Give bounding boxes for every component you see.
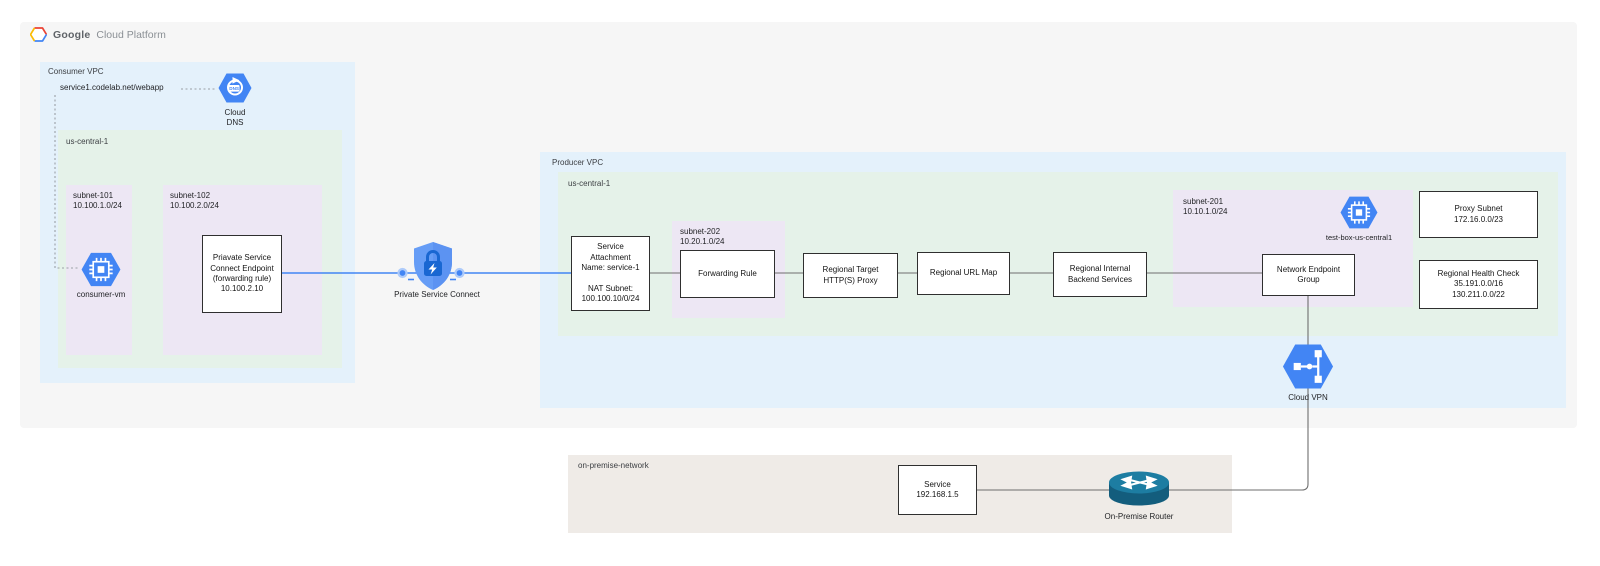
subnet-101-label: subnet-101 10.100.1.0/24 (73, 191, 122, 212)
subnet-102-cidr: 10.100.2.0/24 (170, 201, 219, 211)
regional-health-check-box: Regional Health Check 35.191.0.0/16 130.… (1419, 260, 1538, 309)
on-premise-router-icon (1106, 467, 1172, 512)
subnet-202-name: subnet-202 (680, 227, 721, 236)
psc-label: Private Service Connect (394, 290, 480, 299)
subnet-102-name: subnet-102 (170, 191, 211, 200)
subnet-202-label: subnet-202 10.20.1.0/24 (680, 227, 724, 248)
consumer-vm-label: consumer-vm (76, 290, 126, 299)
forwarding-rule-box: Forwarding Rule (680, 250, 775, 298)
test-box-vm-label: test-box-us-central1 (1325, 233, 1393, 242)
cloud-dns-label: Cloud DNS (224, 108, 246, 127)
subnet-101-name: subnet-101 (73, 191, 114, 200)
consumer-region-label: us-central-1 (66, 137, 109, 146)
subnet-201-name: subnet-201 (1183, 197, 1224, 206)
psc-endpoint-box: Priavate Service Connect Endpoint (forwa… (202, 235, 282, 313)
on-premise-label: on-premise-network (578, 461, 649, 470)
subnet-102-label: subnet-102 10.100.2.0/24 (170, 191, 219, 212)
network-endpoint-group-box: Network Endpoint Group (1262, 254, 1355, 296)
on-premise-service-box: Service 192.168.1.5 (898, 465, 977, 515)
cloud-vpn-label: Cloud VPN (1288, 393, 1328, 402)
regional-url-map-box: Regional URL Map (917, 252, 1010, 295)
logo-text-cloud-platform: Cloud Platform (96, 28, 166, 41)
cloud-dns-badge-text: DNS (229, 86, 239, 91)
cloud-vpn-icon (1282, 344, 1334, 389)
private-service-connect-icon (395, 241, 471, 293)
on-premise-router-label: On-Premise Router (1104, 512, 1174, 521)
regional-internal-backend-box: Regional Internal Backend Services (1053, 252, 1147, 297)
service-attachment-box: Service Attachment Name: service-1 NAT S… (571, 236, 650, 311)
subnet-101-cidr: 10.100.1.0/24 (73, 201, 122, 211)
proxy-subnet-box: Proxy Subnet 172.16.0.0/23 (1419, 191, 1538, 238)
gcp-logo-icon (30, 27, 47, 42)
logo-text-google: Google (53, 28, 91, 41)
consumer-vm-icon (81, 252, 121, 287)
producer-vpc-label: Producer VPC (552, 158, 604, 167)
subnet-202-cidr: 10.20.1.0/24 (680, 237, 725, 247)
subnet-201-label: subnet-201 10.10.1.0/24 (1183, 197, 1227, 218)
test-box-vm-icon (1340, 196, 1378, 229)
producer-region-label: us-central-1 (568, 179, 611, 188)
consumer-vpc-label: Consumer VPC (48, 67, 104, 76)
regional-target-proxy-box: Regional Target HTTP(S) Proxy (803, 253, 898, 298)
dns-record-text: service1.codelab.net/webapp (60, 83, 164, 92)
gcp-logo: Google Cloud Platform (30, 27, 166, 42)
cloud-dns-icon: DNS (218, 73, 252, 103)
subnet-201-cidr: 10.10.1.0/24 (1183, 207, 1228, 217)
